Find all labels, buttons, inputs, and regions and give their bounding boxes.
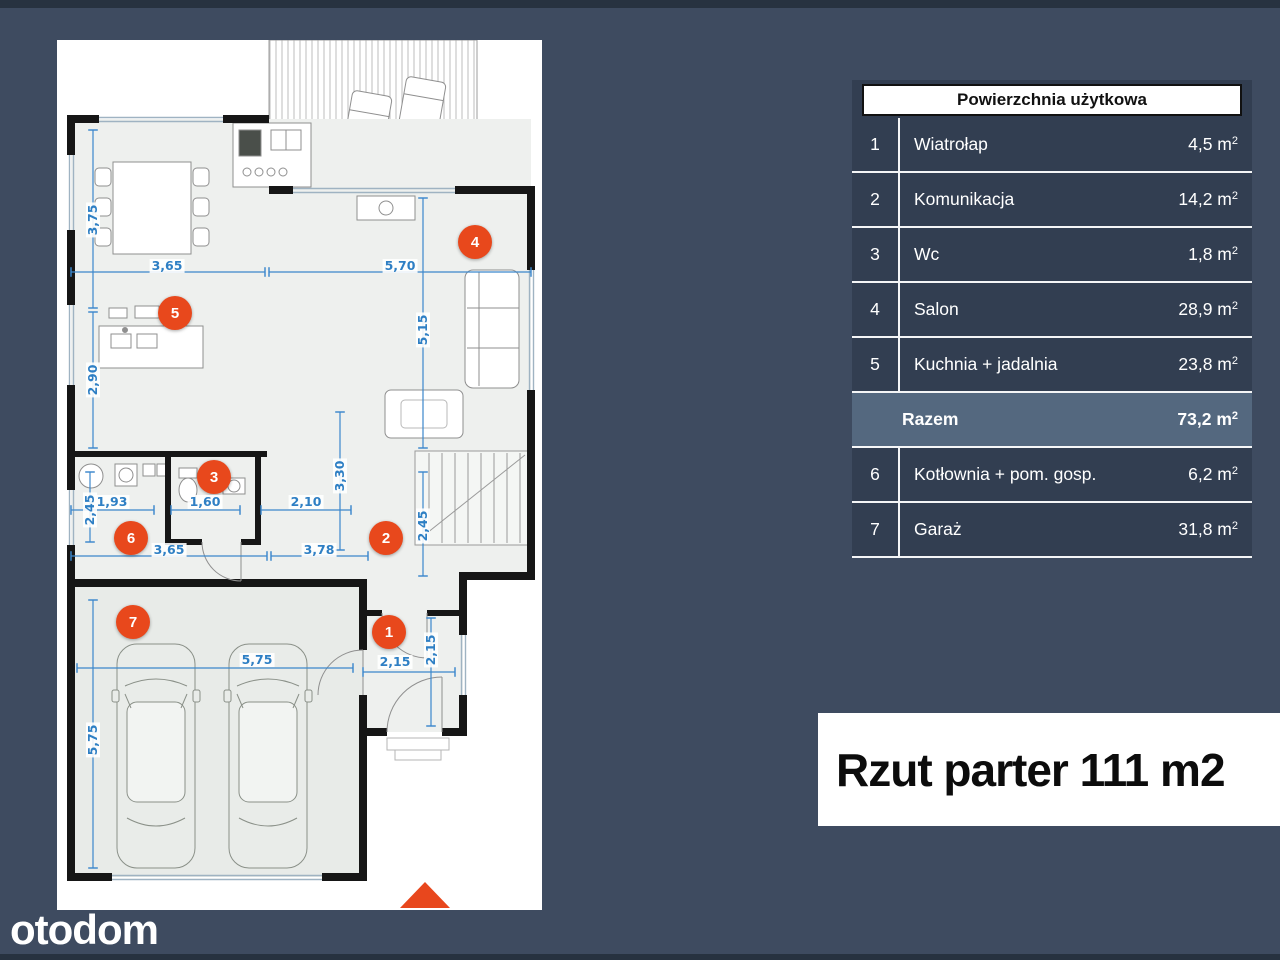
room-number: 7 <box>852 503 900 556</box>
room-name: Komunikacja <box>914 189 1015 209</box>
room-marker-7: 7 <box>116 605 150 639</box>
caption-text: Rzut parter 111 m2 <box>836 743 1226 796</box>
car-2 <box>223 643 313 869</box>
floorplan-drawing <box>57 40 542 910</box>
room-name: Kuchnia + jadalnia <box>914 354 1058 374</box>
room-number: 4 <box>852 283 900 336</box>
room-marker-1: 1 <box>372 615 406 649</box>
dimension-label: 5,15 <box>415 312 430 348</box>
room-number: 5 <box>852 338 900 391</box>
dimension-label: 3,65 <box>151 542 187 557</box>
dimension-label: 2,15 <box>423 632 438 668</box>
dimension-label: 2,45 <box>415 508 430 544</box>
room-name: Wiatrołap <box>914 134 988 154</box>
room-marker-6: 6 <box>114 521 148 555</box>
dimension-label: 3,75 <box>85 202 100 238</box>
dining-set <box>94 161 210 255</box>
dimension-label: 1,60 <box>187 494 223 509</box>
stairs <box>414 450 532 546</box>
dimension-label: 2,90 <box>85 362 100 398</box>
total-label: Razem <box>902 409 959 429</box>
room-number: 3 <box>852 228 900 281</box>
kitchen-island <box>98 305 204 369</box>
room-number: 6 <box>852 448 900 501</box>
table-title: Powierzchnia użytkowa <box>862 84 1242 116</box>
top-frame-bar <box>0 0 1280 8</box>
bottom-frame-bar <box>0 954 1280 960</box>
entrance-arrow-icon <box>400 882 450 908</box>
dimension-label: 3,30 <box>332 458 347 494</box>
room-name: Garaż <box>914 519 962 539</box>
room-name: Salon <box>914 299 959 319</box>
room-marker-3: 3 <box>197 460 231 494</box>
site-watermark: otodom <box>10 906 159 953</box>
dimension-label: 2,15 <box>377 654 413 669</box>
room-name: Kotłownia + pom. gosp. <box>914 464 1097 484</box>
dimension-label: 5,75 <box>85 722 100 758</box>
walls <box>67 115 535 881</box>
entrance-steps <box>386 737 450 761</box>
dimension-label: 1,93 <box>94 494 130 509</box>
kitchen-counter <box>232 122 312 188</box>
room-number: 2 <box>852 173 900 226</box>
dimension-label: 5,75 <box>239 652 275 667</box>
windows <box>68 116 535 881</box>
sideboard <box>356 195 416 221</box>
dimension-label: 2,10 <box>288 494 324 509</box>
dimension-label: 3,65 <box>149 258 185 273</box>
room-number: 1 <box>852 118 900 171</box>
caption-box: Rzut parter 111 m2 <box>818 713 1280 826</box>
dimension-label: 5,70 <box>382 258 418 273</box>
dimension-label: 3,78 <box>301 542 337 557</box>
room-marker-5: 5 <box>158 296 192 330</box>
car-1 <box>111 643 201 869</box>
room-name: Wc <box>914 244 940 264</box>
room-marker-2: 2 <box>369 521 403 555</box>
room-marker-4: 4 <box>458 225 492 259</box>
